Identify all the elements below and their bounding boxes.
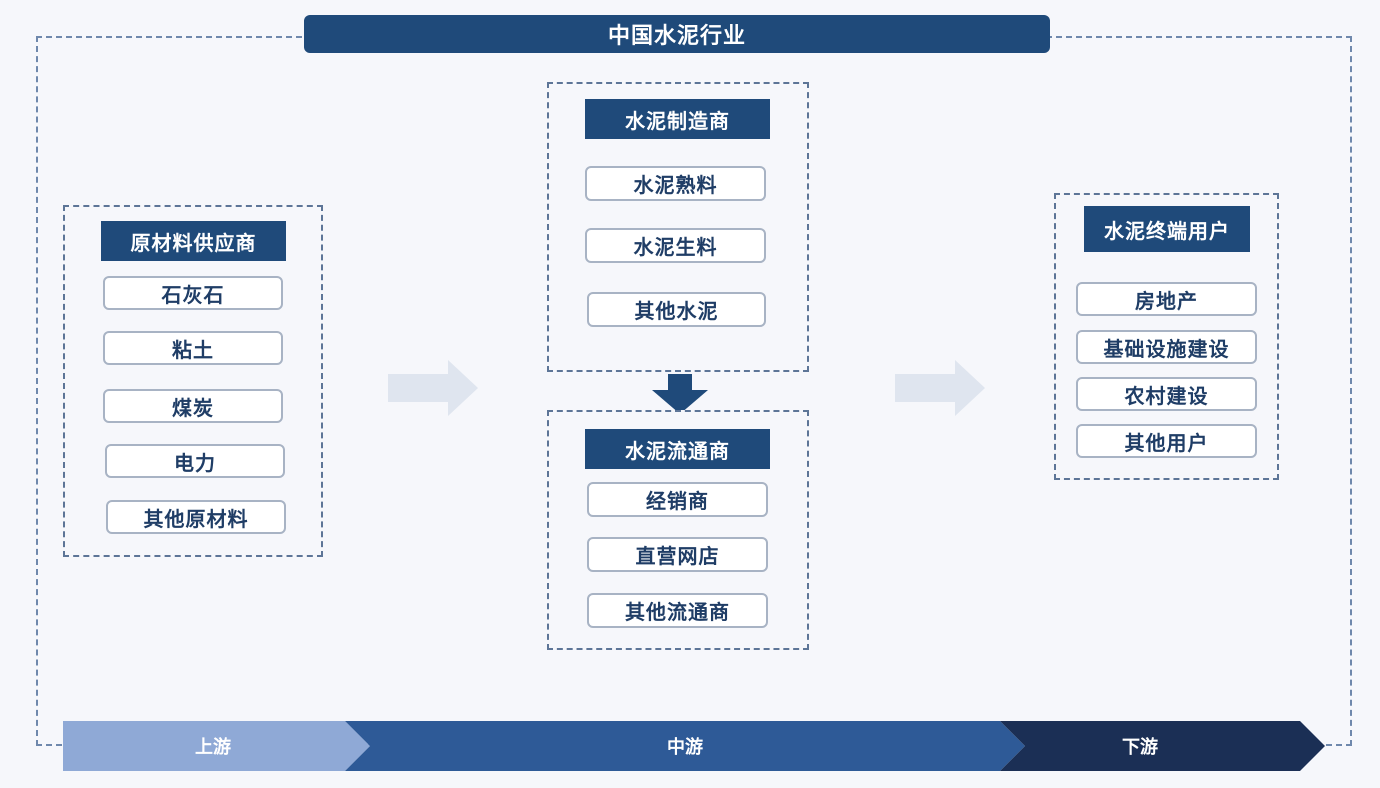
page-title: 中国水泥行业 <box>304 15 1050 53</box>
upstream-group <box>63 205 323 557</box>
upstream-header: 原材料供应商 <box>101 221 286 261</box>
down-arrow-icon <box>652 374 708 414</box>
upstream-item: 其他原材料 <box>106 500 286 534</box>
enduser-item: 农村建设 <box>1076 377 1257 411</box>
enduser-item: 其他用户 <box>1076 424 1257 458</box>
stage-label-midstream: 中游 <box>667 737 703 758</box>
manufacturer-item: 水泥生料 <box>585 228 766 263</box>
stage-label-downstream: 下游 <box>1122 737 1158 758</box>
manufacturer-item: 其他水泥 <box>587 292 766 327</box>
enduser-item: 房地产 <box>1076 282 1257 316</box>
endusers-header: 水泥终端用户 <box>1084 206 1250 252</box>
distributor-item: 经销商 <box>587 482 768 517</box>
distributor-header: 水泥流通商 <box>585 429 770 469</box>
upstream-item: 石灰石 <box>103 276 283 310</box>
distributor-item: 直营网店 <box>587 537 768 572</box>
stage-label-upstream: 上游 <box>195 737 231 758</box>
right-arrow-icon <box>895 360 985 416</box>
manufacturer-item: 水泥熟料 <box>585 166 766 201</box>
upstream-item: 煤炭 <box>103 389 283 423</box>
upstream-item: 电力 <box>105 444 285 478</box>
enduser-item: 基础设施建设 <box>1076 330 1257 364</box>
manufacturer-header: 水泥制造商 <box>585 99 770 139</box>
distributor-item: 其他流通商 <box>587 593 768 628</box>
right-arrow-icon <box>388 360 478 416</box>
upstream-item: 粘土 <box>103 331 283 365</box>
